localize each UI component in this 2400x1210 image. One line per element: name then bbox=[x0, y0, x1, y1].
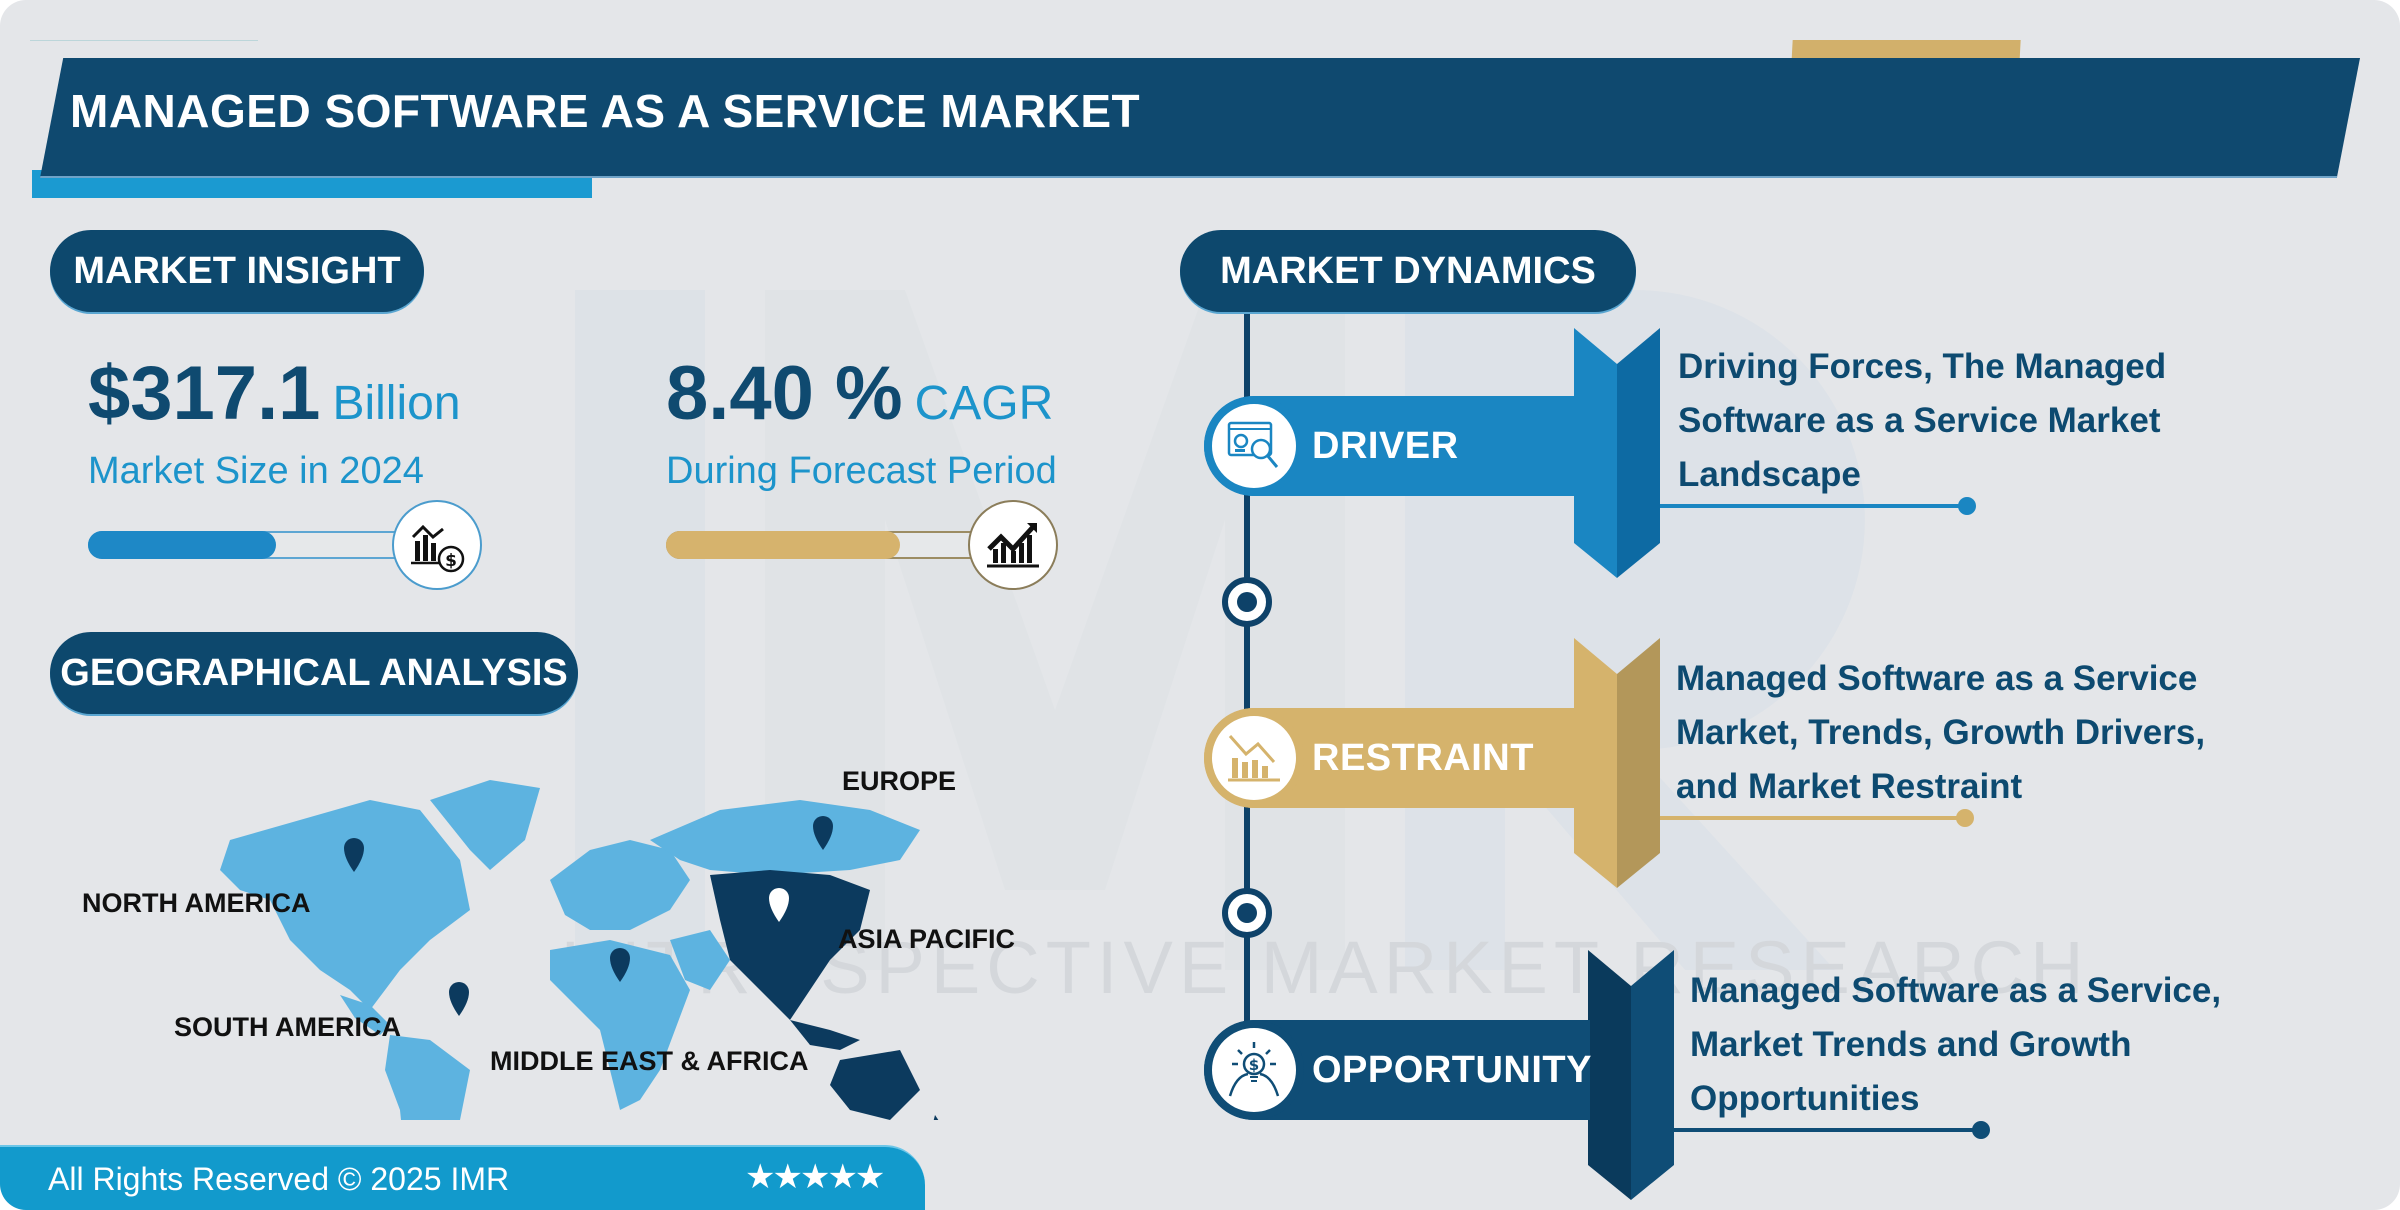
analytics-search-icon bbox=[1204, 396, 1304, 496]
chart-dollar-icon: $ bbox=[392, 500, 482, 590]
region-label-south-america: SOUTH AMERICA bbox=[174, 1012, 401, 1042]
opportunity-connector-dot bbox=[1972, 1121, 1990, 1139]
opportunity-bar: $ OPPORTUNITY bbox=[1204, 1020, 1592, 1120]
cagr-progress bbox=[666, 531, 996, 559]
declining-chart-icon bbox=[1204, 708, 1304, 808]
footer-bar: All Rights Reserved © 2025 IMR ★★★★★ bbox=[0, 1145, 925, 1210]
restraint-connector-dot bbox=[1956, 809, 1974, 827]
driver-label: DRIVER bbox=[1312, 424, 1459, 467]
region-label-europe: EUROPE bbox=[842, 766, 957, 796]
cagr-progress-fill bbox=[666, 531, 900, 559]
page-title: MANAGED SOFTWARE AS A SERVICE MARKET bbox=[70, 85, 1141, 137]
market-size-progress bbox=[88, 531, 428, 559]
map-pin-middle-east-africa bbox=[610, 948, 630, 982]
market-insight-pill: MARKET INSIGHT bbox=[50, 230, 424, 312]
driver-connector bbox=[1660, 504, 1960, 508]
svg-text:$: $ bbox=[445, 551, 457, 571]
geographical-analysis-heading: GEOGRAPHICAL ANALYSIS bbox=[60, 651, 568, 694]
rating-stars: ★★★★★ bbox=[745, 1158, 885, 1196]
map-pin-europe bbox=[813, 816, 833, 850]
map-pin-asia-pacific bbox=[769, 888, 789, 922]
region-label-middle-east-africa: MIDDLE EAST & AFRICA bbox=[490, 1046, 809, 1076]
footer-copyright: All Rights Reserved © 2025 IMR bbox=[48, 1161, 510, 1197]
opportunity-label: OPPORTUNITY bbox=[1312, 1048, 1592, 1091]
restraint-bar: RESTRAINT bbox=[1204, 708, 1576, 808]
restraint-ribbon bbox=[1574, 638, 1660, 888]
cagr-value-row: 8.40 %CAGR bbox=[666, 350, 1053, 437]
restraint-label: RESTRAINT bbox=[1312, 736, 1534, 779]
map-pin-north-america bbox=[344, 838, 364, 872]
driver-connector-dot bbox=[1958, 497, 1976, 515]
market-size-unit: Billion bbox=[332, 377, 461, 430]
map-pin-south-america bbox=[449, 982, 469, 1016]
restraint-connector bbox=[1660, 816, 1960, 820]
restraint-description: Managed Software as a Service Market, Tr… bbox=[1676, 659, 2206, 806]
growth-chart-icon bbox=[968, 500, 1058, 590]
opportunity-ribbon bbox=[1588, 950, 1674, 1200]
header-banner bbox=[40, 58, 2360, 178]
svg-text:$: $ bbox=[1249, 1056, 1259, 1074]
header-accent-line bbox=[30, 40, 258, 41]
opportunity-description: Managed Software as a Service, Market Tr… bbox=[1690, 971, 2222, 1118]
opportunity-connector bbox=[1674, 1128, 1980, 1132]
geographical-analysis-pill: GEOGRAPHICAL ANALYSIS bbox=[50, 632, 578, 714]
driver-bar: DRIVER bbox=[1204, 396, 1576, 496]
market-dynamics-pill: MARKET DYNAMICS bbox=[1180, 230, 1636, 312]
driver-ribbon bbox=[1574, 328, 1660, 578]
market-size-progress-fill bbox=[88, 531, 276, 559]
market-insight-heading: MARKET INSIGHT bbox=[73, 249, 401, 292]
market-size-value: $317.1 bbox=[88, 351, 321, 436]
cagr-value: 8.40 % bbox=[666, 351, 903, 436]
driver-description: Driving Forces, The Managed Software as … bbox=[1678, 347, 2167, 494]
timeline-line bbox=[1244, 300, 1250, 1040]
cagr-unit: CAGR bbox=[914, 377, 1054, 430]
region-label-north-america: NORTH AMERICA bbox=[82, 888, 311, 918]
cagr-label: During Forecast Period bbox=[666, 450, 1057, 492]
lightbulb-dollar-icon: $ bbox=[1204, 1020, 1304, 1120]
region-label-asia-pacific: ASIA PACIFIC bbox=[838, 924, 1016, 954]
timeline-node bbox=[1222, 888, 1272, 938]
timeline-node bbox=[1222, 577, 1272, 627]
market-dynamics-heading: MARKET DYNAMICS bbox=[1220, 249, 1596, 292]
market-size-label: Market Size in 2024 bbox=[88, 450, 424, 492]
world-map bbox=[220, 780, 939, 1120]
